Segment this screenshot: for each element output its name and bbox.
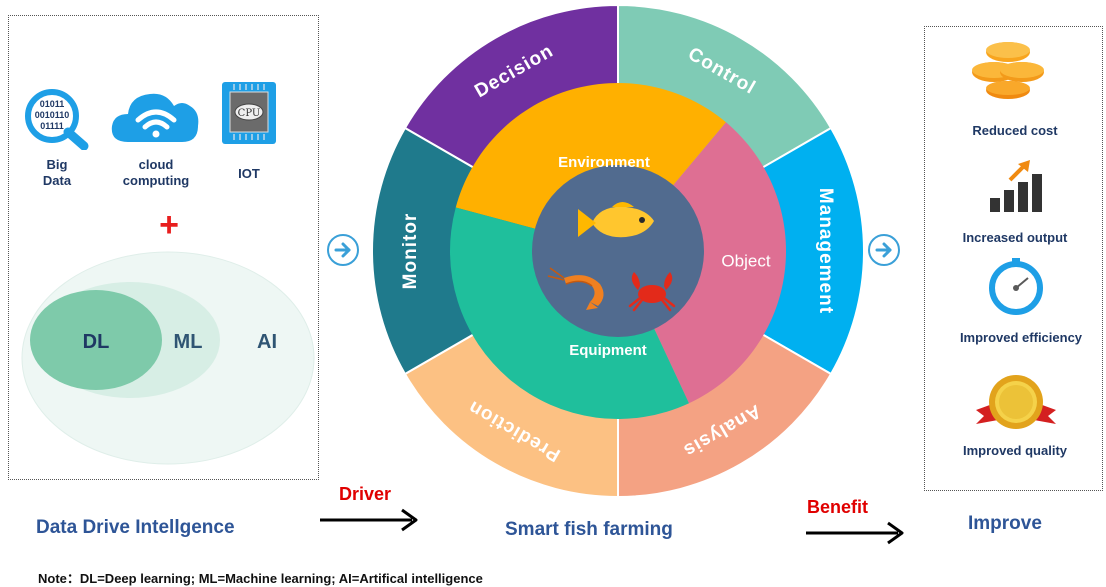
- driver-label: Driver: [339, 484, 392, 504]
- iot-line1: IOT: [238, 166, 260, 181]
- plus-sign: +: [159, 206, 179, 244]
- dl-label: DL: [83, 331, 110, 353]
- binary-line-3: 01111: [40, 121, 64, 131]
- ai-label: AI: [257, 331, 277, 353]
- right-circle-arrow: [868, 234, 900, 266]
- iot-label: IOT: [214, 166, 284, 181]
- ml-label: ML: [174, 331, 203, 353]
- big-data-label: Big Data: [22, 157, 92, 189]
- dl-ellipse: [30, 290, 162, 390]
- footnote: Note：DL=Deep learning; ML=Machine learni…: [38, 571, 483, 586]
- cpu-text: CPU: [238, 108, 261, 119]
- benefit-improved-efficiency: Improved efficiency: [959, 330, 1083, 345]
- middle-segment-environment: [455, 83, 726, 251]
- center-circle: [532, 165, 704, 337]
- arrow-right-icon: [875, 242, 892, 258]
- fish-icon: [578, 202, 654, 238]
- middle-label-object: Object: [721, 251, 770, 270]
- benefit-arrow-icon: [806, 521, 904, 545]
- middle-label-equipment: Equipment: [569, 342, 647, 359]
- arrow-right-icon: [334, 242, 351, 258]
- stopwatch-icon: [989, 258, 1043, 315]
- venn-diagram: DL ML AI: [21, 251, 315, 465]
- benefit-increased-output: Increased output: [962, 230, 1068, 245]
- cloud-computing-label: cloud computing: [108, 157, 204, 189]
- cloud-line2: computing: [122, 173, 190, 188]
- benefit-reduced-cost: Reduced cost: [972, 123, 1058, 138]
- shrimp-icon: [547, 267, 604, 310]
- big-data-line2: Data: [42, 173, 72, 188]
- outer-label-management: Management: [815, 188, 836, 314]
- big-data-line1: Big: [46, 157, 68, 172]
- benefit-label: Benefit: [807, 497, 869, 517]
- bar-growth-icon: [990, 160, 1042, 212]
- quality-medal-icon: [976, 375, 1056, 429]
- coins-icon: [972, 42, 1044, 99]
- left-circle-arrow: [327, 234, 359, 266]
- right-panel-frame: [924, 26, 1103, 491]
- driver-arrow-icon: [320, 508, 418, 532]
- cloud-wifi-icon: [111, 93, 199, 142]
- crab-icon: [628, 272, 676, 312]
- outer-label-monitor: Monitor: [400, 213, 421, 290]
- benefit-improved-quality: Improved quality: [962, 443, 1068, 458]
- big-data-icon: 01011 0010110 01111: [25, 89, 89, 150]
- left-panel-frame: [8, 15, 319, 480]
- cloud-line1: cloud: [138, 157, 174, 172]
- improve-title: Improve: [968, 513, 1042, 534]
- binary-line-2: 0010110: [35, 110, 70, 120]
- binary-line-1: 01011: [40, 99, 65, 109]
- data-drive-title: Data Drive Intellgence: [36, 517, 235, 538]
- cpu-chip-icon: CPU: [222, 82, 276, 144]
- smart-fish-farming-title: Smart fish farming: [505, 519, 673, 540]
- middle-label-environment: Environment: [558, 154, 650, 171]
